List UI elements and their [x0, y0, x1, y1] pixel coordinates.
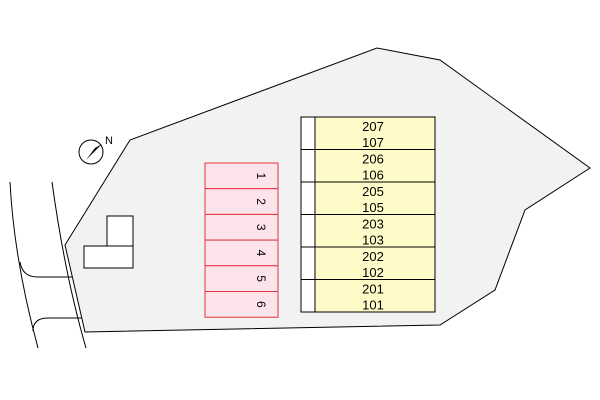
building-corridor — [300, 181, 316, 215]
parking-area: 1 2 3 4 5 6 — [204, 162, 279, 318]
room-unit — [314, 214, 436, 248]
road-corner-upper — [19, 261, 78, 278]
room-number-lower: 101 — [362, 298, 384, 313]
small-building-lower — [83, 245, 134, 269]
parking-space — [204, 188, 279, 215]
room-number-lower: 106 — [362, 168, 384, 183]
room-unit — [314, 279, 436, 313]
room-number-lower: 105 — [362, 200, 384, 215]
building-corridor — [300, 279, 316, 313]
room-unit — [314, 246, 436, 280]
small-building — [83, 215, 134, 269]
road-edge-outer — [9, 181, 39, 349]
parking-space — [204, 239, 279, 267]
room-number-upper: 205 — [362, 184, 384, 199]
room-number-lower: 102 — [362, 265, 384, 280]
room-number-lower: 103 — [362, 233, 384, 248]
building-corridor — [300, 214, 316, 248]
north-arrow-pointer — [86, 144, 102, 160]
building-corridor — [300, 246, 316, 280]
room-number-upper: 207 — [362, 119, 384, 134]
room-number-upper: 203 — [362, 217, 384, 232]
road — [9, 181, 87, 349]
room-number-upper: 206 — [362, 152, 384, 167]
parking-space — [204, 162, 279, 190]
parking-space-number: 2 — [254, 198, 268, 205]
parking-space-number: 5 — [254, 275, 268, 282]
road-corner-lower — [32, 317, 82, 332]
room-unit — [314, 116, 436, 150]
room-number-upper: 202 — [362, 249, 384, 264]
parking-space-number: 4 — [254, 250, 268, 257]
parking-space-number: 1 — [254, 173, 268, 180]
room-unit — [314, 181, 436, 215]
small-building-upper — [106, 215, 134, 249]
building-corridor — [300, 116, 316, 150]
north-arrow: N — [78, 135, 113, 165]
north-arrow-tail — [88, 144, 102, 152]
parking-space — [204, 213, 279, 241]
room-unit — [314, 149, 436, 183]
parking-space-number: 6 — [254, 301, 268, 308]
room-number-lower: 107 — [362, 135, 384, 150]
building-corridor — [300, 149, 316, 183]
room-number-upper: 201 — [362, 282, 384, 297]
parking-space — [204, 265, 279, 292]
north-label: N — [105, 135, 113, 147]
parking-space-number: 3 — [254, 224, 268, 231]
north-arrow-circle — [78, 139, 104, 165]
road-edge-inner — [51, 181, 87, 349]
parking-space — [204, 291, 279, 318]
